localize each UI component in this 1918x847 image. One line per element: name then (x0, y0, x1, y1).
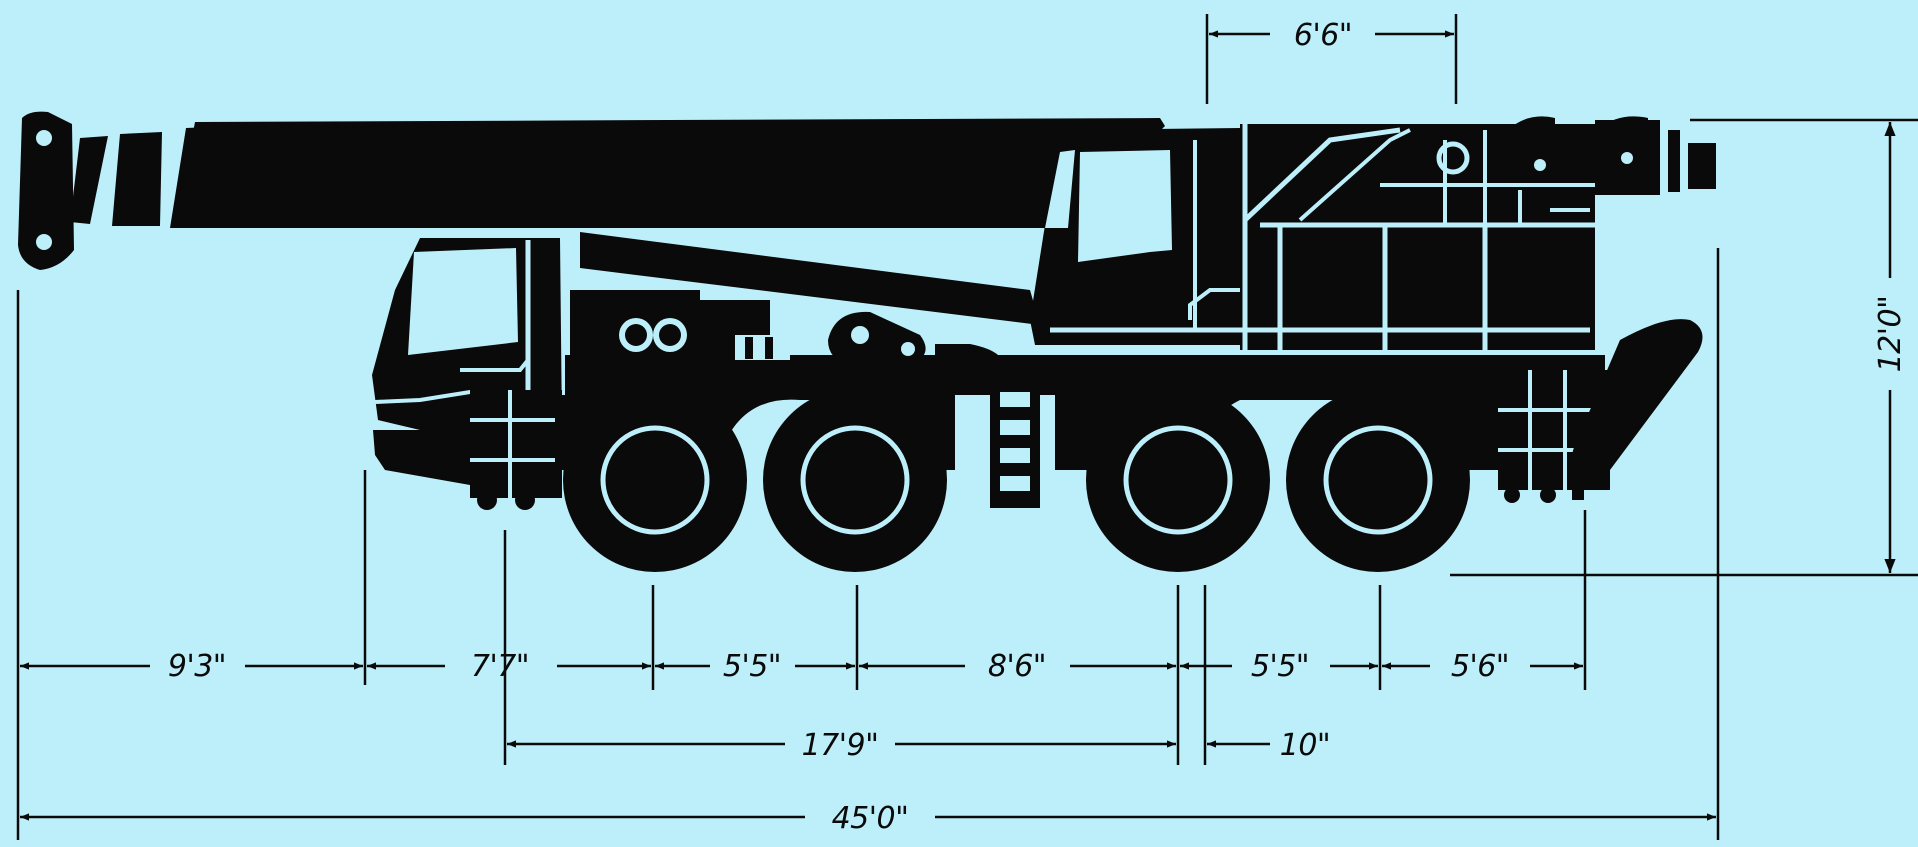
wheel-4 (1286, 388, 1470, 572)
axle2-to-axle3-label: 8'6" (988, 649, 1046, 684)
axle1-to-axle2-label: 5'5" (723, 649, 781, 684)
dimension-lines (16, 14, 1918, 840)
front-overhang-label: 9'3" (168, 649, 226, 684)
superstructure (1030, 116, 1716, 362)
wheel-2 (763, 388, 947, 572)
front-to-axle1-label: 7'7" (471, 649, 529, 684)
height-label: 12'0" (1873, 296, 1908, 373)
carrier-cab (372, 238, 562, 510)
rear-overhang-label: 5'6" (1451, 649, 1509, 684)
front-axle-span-label: 17'9" (802, 728, 879, 763)
cab-width-label: 6'6" (1294, 18, 1352, 53)
wheel-3 (1086, 388, 1270, 572)
wheel-1 (563, 388, 747, 572)
crane-silhouette (18, 111, 1716, 572)
overall-length-label: 45'0" (832, 801, 909, 836)
axle3-to-axle4-label: 5'5" (1251, 649, 1309, 684)
boom (18, 111, 1165, 270)
wheels (563, 388, 1470, 572)
dimension-labels: 6'6" 12'0" 9'3" 7'7" 5'5" 8'6" 5'5" 5'6"… (168, 18, 1908, 836)
offset-label: 10" (1280, 728, 1330, 763)
